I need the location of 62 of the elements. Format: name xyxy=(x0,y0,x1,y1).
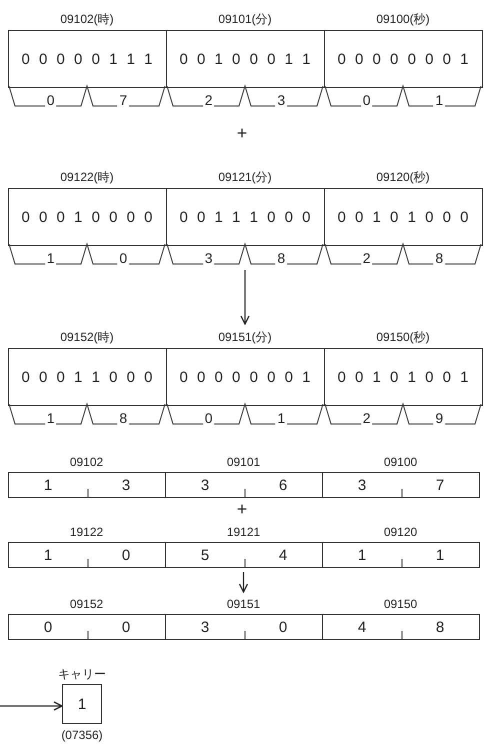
bit-register: 0 0 0 0 0 0 0 1 xyxy=(166,348,325,406)
bit-register: 0 0 1 0 0 0 1 1 xyxy=(166,30,325,88)
register-address: 19122 xyxy=(68,524,104,541)
bcd-register: 1 0 xyxy=(8,542,166,568)
register-address: 09150 xyxy=(382,596,418,613)
register-address: 09100 xyxy=(382,454,418,471)
decimal-digit: 0 xyxy=(202,411,215,425)
bit-register: 0 0 0 0 0 0 0 1 xyxy=(324,30,483,88)
decimal-digit: 8 xyxy=(275,251,288,265)
arrow xyxy=(238,572,248,593)
decimal-digit: 2 xyxy=(202,93,215,107)
register-address: (07356) xyxy=(60,728,104,742)
bit-register: 0 0 1 0 1 0 0 0 xyxy=(324,188,483,246)
plus-sign: + xyxy=(236,124,248,142)
bcd-register: 3 7 xyxy=(322,472,480,498)
bcd-register: 3 0 xyxy=(165,614,323,640)
register-address: 09151(分) xyxy=(217,329,273,346)
bcd-register: 4 8 xyxy=(322,614,480,640)
register-address: 09101 xyxy=(226,454,262,471)
decimal-digit: 1 xyxy=(44,411,57,425)
bit-register: 0 0 0 1 1 0 0 0 xyxy=(8,348,167,406)
bit-register: 0 0 0 0 0 1 1 1 xyxy=(8,30,167,88)
bit-register: 0 0 0 1 0 0 0 0 xyxy=(8,188,167,246)
decimal-digit: 3 xyxy=(275,93,288,107)
bcd-register: 3 6 xyxy=(165,472,323,498)
bcd-register: 0 0 xyxy=(8,614,166,640)
bit-register: 0 0 1 0 1 0 0 1 xyxy=(324,348,483,406)
decimal-digit: 7 xyxy=(117,93,130,107)
plus-sign: + xyxy=(236,500,248,518)
register-address: 09152(時) xyxy=(59,329,115,346)
decimal-digit: 2 xyxy=(360,251,373,265)
bit-register: 0 0 1 1 1 0 0 0 xyxy=(166,188,325,246)
arrow xyxy=(0,701,63,711)
register-address: 19121 xyxy=(226,524,262,541)
register-address: 09152 xyxy=(68,596,104,613)
decimal-digit: 0 xyxy=(44,93,57,107)
register-address: 09150(秒) xyxy=(375,329,431,346)
register-address: 09122(時) xyxy=(59,169,115,186)
bcd-register: 5 4 xyxy=(165,542,323,568)
register-address: 09151 xyxy=(226,596,262,613)
carry-flag: 1 xyxy=(62,684,102,724)
register-address: 09102 xyxy=(68,454,104,471)
register-address: 09101(分) xyxy=(217,11,273,28)
decimal-digit: 0 xyxy=(117,251,130,265)
bcd-register: 1 1 xyxy=(322,542,480,568)
decimal-digit: 3 xyxy=(202,251,215,265)
register-address: 09120(秒) xyxy=(375,169,431,186)
bcd-register: 1 3 xyxy=(8,472,166,498)
register-address: 09121(分) xyxy=(217,169,273,186)
carry-label: キャリー xyxy=(57,666,107,683)
decimal-digit: 1 xyxy=(275,411,288,425)
decimal-digit: 0 xyxy=(360,93,373,107)
decimal-digit: 2 xyxy=(360,411,373,425)
register-address: 09100(秒) xyxy=(375,11,431,28)
decimal-digit: 9 xyxy=(433,411,446,425)
register-address: 09102(時) xyxy=(59,11,115,28)
decimal-digit: 1 xyxy=(44,251,57,265)
arrow xyxy=(240,270,250,325)
decimal-digit: 1 xyxy=(433,93,446,107)
decimal-digit: 8 xyxy=(433,251,446,265)
decimal-digit: 8 xyxy=(117,411,130,425)
register-address: 09120 xyxy=(382,524,418,541)
